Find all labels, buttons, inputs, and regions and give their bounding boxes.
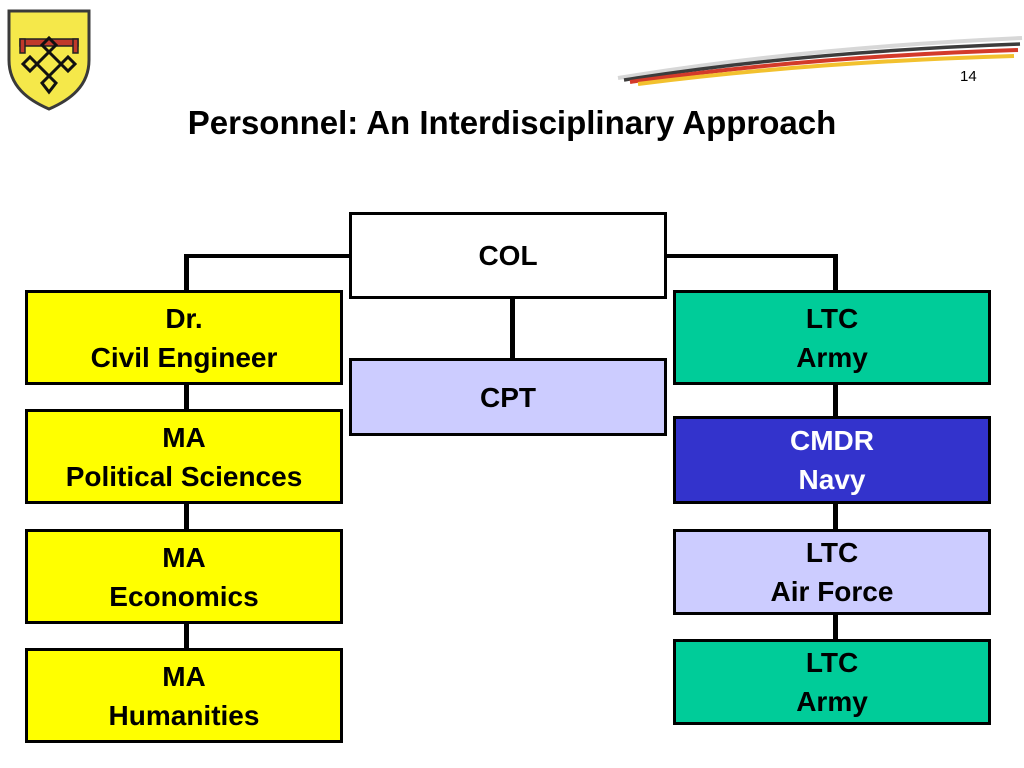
org-box-line2: Army (796, 341, 868, 373)
org-box-cpt: CPT (349, 358, 667, 436)
org-box-political-sciences: MA Political Sciences (25, 409, 343, 504)
org-box-civil-engineer: Dr. Civil Engineer (25, 290, 343, 385)
org-box-line1: Dr. (165, 302, 203, 334)
org-box-line2: Political Sciences (65, 460, 303, 492)
org-box-economics: MA Economics (25, 529, 343, 624)
org-box-line1: MA (162, 660, 206, 692)
org-box-line2: Air Force (770, 576, 894, 607)
org-box-cpt-label: CPT (480, 381, 536, 413)
org-box-line2: Navy (798, 464, 866, 495)
org-box-humanities: MA Humanities (25, 648, 343, 743)
org-box-line1: MA (162, 541, 206, 573)
page-number: 14 (960, 68, 977, 85)
org-box-line1: LTC (805, 647, 859, 678)
org-box-line1: LTC (805, 302, 859, 334)
org-box-line2: Humanities (108, 699, 260, 731)
org-box-ltc-army-2: LTC Army (673, 639, 991, 725)
org-box-ltc-army: LTC Army (673, 290, 991, 385)
org-box-line2: Economics (109, 580, 259, 612)
org-box-ltc-air-force: LTC Air Force (673, 529, 991, 615)
coat-of-arms-shield-icon (7, 9, 91, 111)
connector-right-spine (833, 383, 838, 641)
connector-root-to-center (510, 297, 515, 359)
connector-left-spine (184, 383, 189, 650)
org-box-line1: CMDR (790, 425, 874, 456)
connector-left-drop (184, 254, 189, 292)
org-box-line2: Civil Engineer (90, 341, 278, 373)
page-title: Personnel: An Interdisciplinary Approach (187, 104, 837, 141)
org-box-line2: Army (796, 686, 868, 717)
org-box-col-label: COL (478, 240, 538, 271)
connector-right-drop (833, 254, 838, 292)
org-box-cmdr-navy: CMDR Navy (673, 416, 991, 504)
flag-swoosh-icon (617, 36, 1023, 86)
org-box-line1: MA (162, 421, 206, 453)
org-box-col: COL (349, 212, 667, 299)
org-box-line1: LTC (805, 537, 859, 568)
